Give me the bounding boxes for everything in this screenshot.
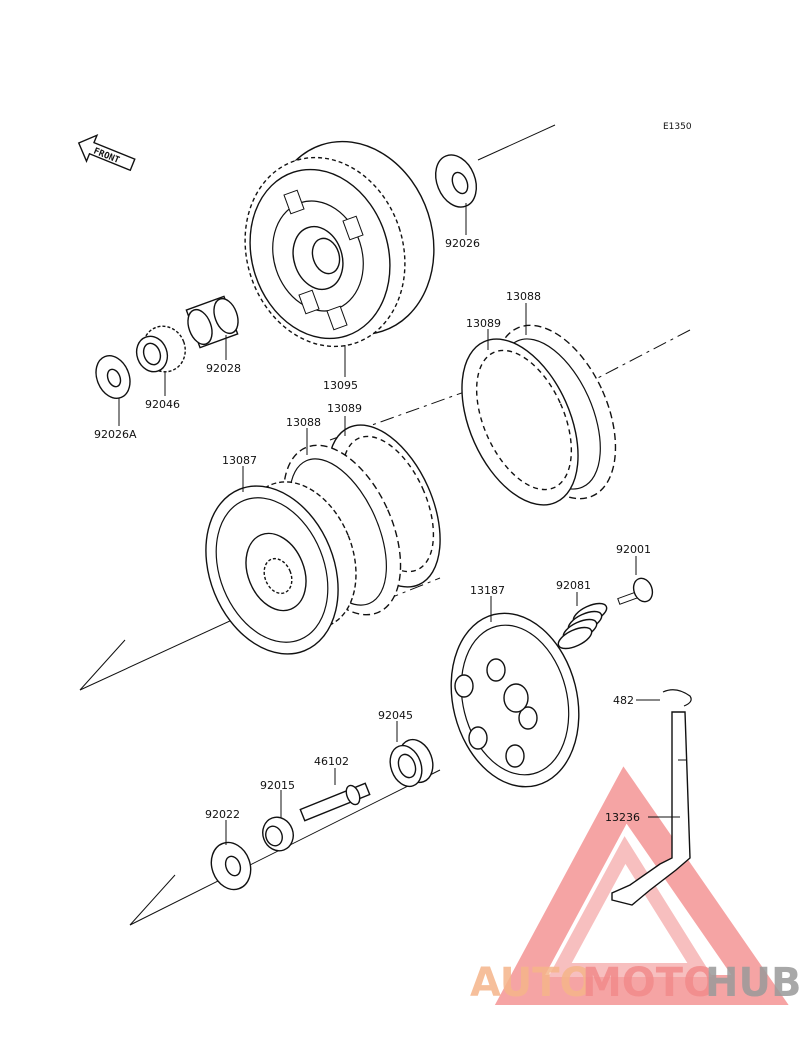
part-92022-washer bbox=[210, 841, 252, 891]
front-arrow-icon: FRONT bbox=[77, 133, 136, 172]
part-label-92046: 92046 bbox=[145, 398, 180, 411]
part-92026A-washer bbox=[95, 355, 131, 399]
part-label-13088-upper: 13088 bbox=[506, 290, 541, 303]
part-13236-release-shaft bbox=[611, 711, 691, 906]
part-482-circlip bbox=[662, 689, 692, 707]
part-label-482: 482 bbox=[613, 694, 634, 707]
part-label-13088-lower: 13088 bbox=[286, 416, 321, 429]
part-label-13236: 13236 bbox=[605, 811, 640, 824]
part-label-13187: 13187 bbox=[470, 584, 505, 597]
part-92081-spring bbox=[557, 602, 608, 650]
part-label-46102: 46102 bbox=[314, 755, 349, 768]
watermark-moto: MOTO bbox=[582, 960, 717, 1006]
part-92001-bolt bbox=[617, 577, 654, 605]
diagram-code: E1350 bbox=[663, 122, 692, 132]
part-92015-nut bbox=[262, 816, 294, 852]
part-label-92045: 92045 bbox=[378, 709, 413, 722]
watermark-hub: HUB bbox=[705, 960, 800, 1006]
part-label-92026A: 92026A bbox=[94, 428, 137, 441]
part-92028-sleeve bbox=[185, 295, 239, 349]
part-label-92028: 92028 bbox=[206, 362, 241, 375]
part-92026-washer bbox=[434, 154, 478, 208]
part-label-92026: 92026 bbox=[445, 237, 480, 250]
watermark-triangle-logo bbox=[494, 766, 789, 1005]
part-13087-clutch-hub bbox=[205, 481, 357, 655]
part-label-92001: 92001 bbox=[616, 543, 651, 556]
watermark-wordmark: AUTO MOTO HUB bbox=[470, 960, 800, 1006]
part-13095-clutch-housing bbox=[244, 140, 435, 348]
part-label-13089-upper: 13089 bbox=[466, 317, 501, 330]
part-92045-ball-bearing bbox=[389, 738, 434, 788]
part-label-92015: 92015 bbox=[260, 779, 295, 792]
part-13089-friction-plate-upper bbox=[461, 338, 579, 506]
part-label-13095: 13095 bbox=[323, 379, 358, 392]
part-label-92081: 92081 bbox=[556, 579, 591, 592]
part-46102-push-rod bbox=[299, 782, 371, 822]
part-92046-needle-bearing bbox=[135, 325, 186, 373]
part-label-13087: 13087 bbox=[222, 454, 257, 467]
part-label-13089-lower: 13089 bbox=[327, 402, 362, 415]
part-13187-pressure-plate bbox=[450, 612, 580, 788]
watermark-auto: AUTO bbox=[470, 960, 594, 1006]
part-label-92022: 92022 bbox=[205, 808, 240, 821]
